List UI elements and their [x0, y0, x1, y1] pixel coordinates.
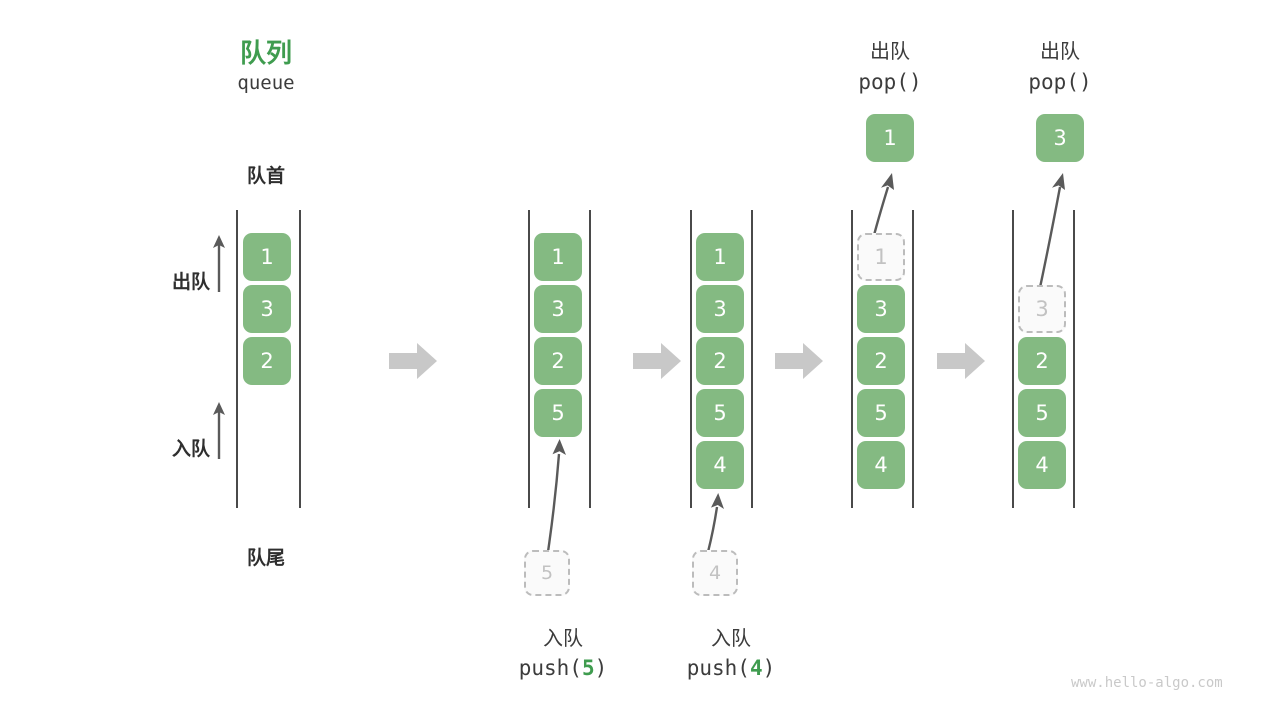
push-code-prefix: push(: [518, 656, 582, 680]
pop-arrow-icon: [1020, 165, 1100, 304]
queue-cell: 1: [534, 233, 582, 281]
enqueue-legend-label: 入队: [171, 438, 210, 460]
push-code-value: 5: [581, 656, 595, 680]
pop-header-cn: 出队: [870, 39, 910, 63]
push-caption-code: push(4): [656, 656, 806, 680]
queue-cell: 5: [1018, 389, 1066, 437]
watermark: www.hello-algo.com: [1071, 675, 1223, 691]
queue-rail-right: [912, 210, 914, 508]
queue-rail-left: [236, 210, 238, 508]
enqueue-up-arrow-icon: [208, 399, 230, 465]
queue-cell: 3: [1018, 285, 1066, 333]
queue-cell: 2: [243, 337, 291, 385]
transition-arrow-icon: [775, 341, 825, 385]
queue-cell: 5: [857, 389, 905, 437]
dequeue-up-arrow-icon: [208, 232, 230, 298]
queue-cell: 4: [696, 441, 744, 489]
push-code-suffix: ): [762, 656, 776, 680]
push-caption-cn: 入队: [711, 626, 751, 650]
queue-cell: 1: [696, 233, 744, 281]
push-arrow-icon: [515, 430, 595, 559]
queue-cell: 3: [696, 285, 744, 333]
queue-cell: 3: [857, 285, 905, 333]
dequeue-legend-label: 出队: [171, 271, 210, 293]
queue-cell: 3: [243, 285, 291, 333]
transition-arrow-icon: [389, 341, 439, 385]
queue-cell: 5: [696, 389, 744, 437]
queue-rail-right: [589, 210, 591, 508]
incoming-element: 5: [524, 550, 570, 596]
queue-title-en: queue: [237, 72, 295, 94]
popped-element: 3: [1036, 114, 1084, 162]
push-arrow-icon: [683, 485, 753, 559]
queue-rail-left: [690, 210, 692, 508]
queue-cell: 4: [1018, 441, 1066, 489]
queue-cell: 2: [534, 337, 582, 385]
queue-tail-label: 队尾: [246, 547, 285, 569]
queue-cell: 4: [857, 441, 905, 489]
push-caption-code: push(5): [488, 656, 638, 680]
transition-arrow-icon: [937, 341, 987, 385]
queue-cell: 2: [696, 337, 744, 385]
push-code-prefix: push(: [686, 656, 750, 680]
push-code-value: 4: [749, 656, 763, 680]
push-caption-cn: 入队: [543, 626, 583, 650]
queue-rail-right: [299, 210, 301, 508]
pop-header-code: pop(): [858, 70, 922, 94]
popped-element: 1: [866, 114, 914, 162]
queue-cell: 2: [1018, 337, 1066, 385]
queue-cell: 2: [857, 337, 905, 385]
queue-rail-left: [528, 210, 530, 508]
pop-header-code: pop(): [1028, 70, 1092, 94]
queue-rail-left: [1012, 210, 1014, 508]
queue-title-cn: 队列: [239, 39, 292, 69]
queue-cell: 3: [534, 285, 582, 333]
transition-arrow-icon: [633, 341, 683, 385]
queue-cell: 1: [243, 233, 291, 281]
pop-header-cn: 出队: [1040, 39, 1080, 63]
queue-cell: 1: [857, 233, 905, 281]
queue-rail-left: [851, 210, 853, 508]
incoming-element: 4: [692, 550, 738, 596]
push-code-suffix: ): [594, 656, 608, 680]
queue-rail-right: [1073, 210, 1075, 508]
queue-head-label: 队首: [246, 165, 285, 187]
queue-cell: 5: [534, 389, 582, 437]
queue-rail-right: [751, 210, 753, 508]
